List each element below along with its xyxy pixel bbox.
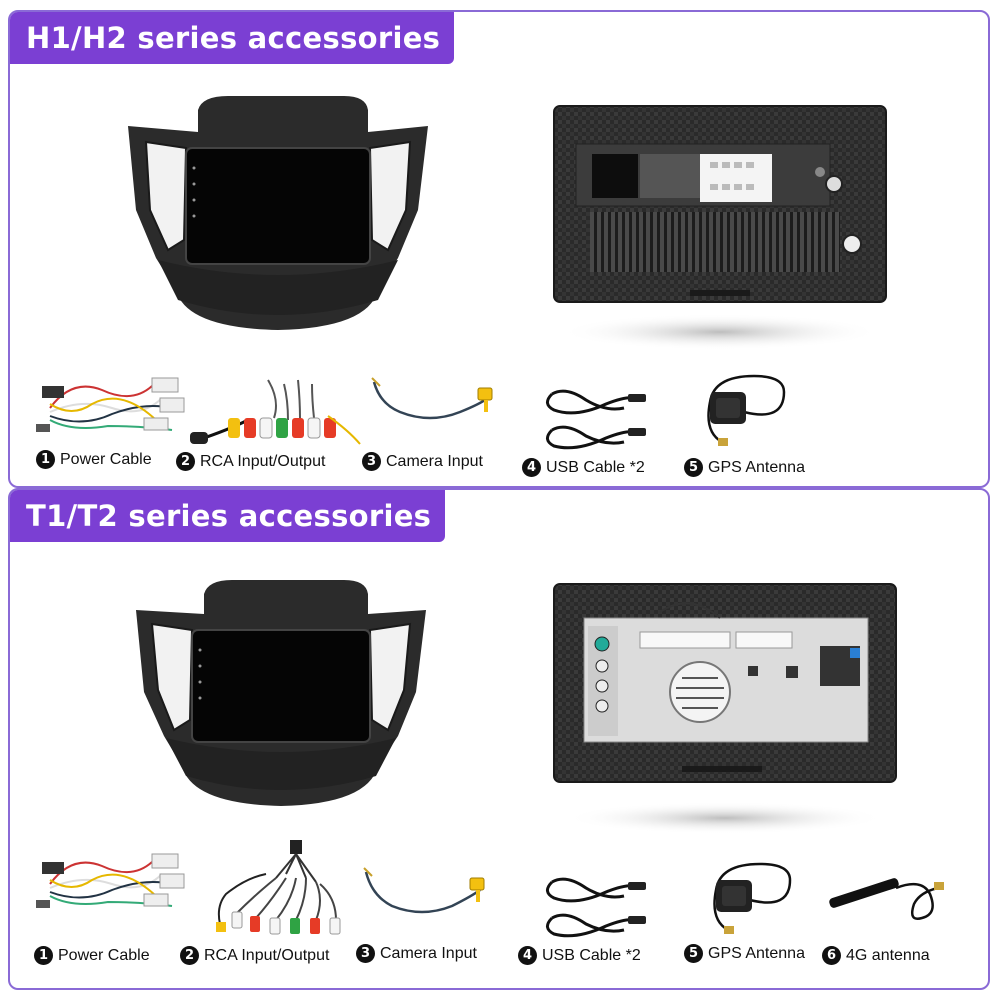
number-badge: 6 [822,946,841,965]
accessory-name: GPS Antenna [708,458,805,476]
accessory-name: GPS Antenna [708,944,805,962]
camera-input-cable-image [371,377,493,420]
accessory-name: USB Cable *2 [542,946,641,964]
number-badge: 5 [684,458,703,477]
number-badge: 5 [684,944,703,963]
accessory-name: Camera Input [386,452,483,470]
accessory-label: 2 RCA Input/Output [176,452,325,471]
accessory-label: 5 GPS Antenna [684,458,805,477]
accessory-name: Power Cable [58,946,150,964]
number-badge: 1 [36,450,55,469]
section-title: T1/T2 series accessories [10,490,446,542]
number-badge: 3 [356,944,375,963]
accessory-name: 4G antenna [846,946,930,964]
accessory-label: 3 Camera Input [356,944,477,963]
t-series-panel: T1/T2 series accessories [8,488,990,990]
accessory-label: 1 Power Cable [36,450,152,469]
gps-antenna-image [707,374,786,446]
accessory-label: 3 Camera Input [362,452,483,471]
number-badge: 1 [34,946,53,965]
accessory-label: 6 4G antenna [822,946,930,965]
usb-cable-image [546,877,646,938]
number-badge: 4 [518,946,537,965]
accessory-label: 4 USB Cable *2 [518,946,641,965]
power-cable-image [36,377,185,432]
gps-antenna-image [713,862,792,934]
accessory-name: USB Cable *2 [546,458,645,476]
accessory-label: 1 Power Cable [34,946,150,965]
accessory-label: 4 USB Cable *2 [522,458,645,477]
rca-cable-image [190,379,361,445]
accessory-name: RCA Input/Output [200,452,326,470]
head-unit-back-image [550,582,900,842]
rca-cable-image [216,840,341,935]
h-series-panel: H1/H2 series accessories [8,10,990,488]
accessory-label: 2 RCA Input/Output [180,946,329,965]
usb-cable-image [546,389,646,450]
head-unit-front-image [128,96,428,330]
accessory-label: 5 GPS Antenna [684,944,805,963]
head-unit-back-image [550,104,890,354]
section-title: H1/H2 series accessories [10,12,455,64]
accessory-name: Camera Input [380,944,477,962]
head-unit-front-image [136,580,426,806]
accessory-name: Power Cable [60,450,152,468]
number-badge: 4 [522,458,541,477]
number-badge: 3 [362,452,381,471]
4g-antenna-image [829,878,944,920]
number-badge: 2 [180,946,199,965]
camera-input-cable-image [363,867,485,914]
power-cable-image [36,853,185,908]
number-badge: 2 [176,452,195,471]
accessory-name: RCA Input/Output [204,946,330,964]
